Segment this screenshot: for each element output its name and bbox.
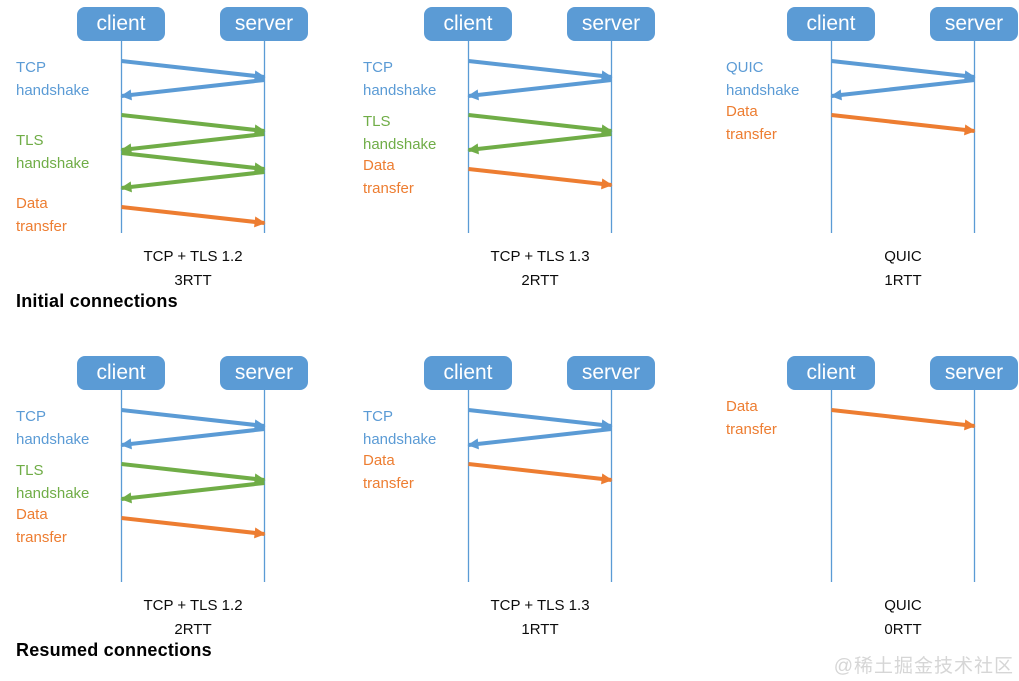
sequence-canvas xyxy=(467,41,613,233)
message-arrow-server-to-client xyxy=(467,78,612,101)
client-box: client xyxy=(424,7,512,41)
client-box: client xyxy=(787,7,875,41)
client-box: client xyxy=(77,7,165,41)
phase-label: TCP handshake xyxy=(363,408,437,448)
server-box: server xyxy=(567,7,655,41)
server-box-label: server xyxy=(581,12,641,35)
caption-rtt: 3RTT xyxy=(174,272,212,289)
panel-caption: TCP + TLS 1.3 2RTT xyxy=(390,245,690,293)
server-box-label: server xyxy=(234,361,294,384)
message-arrow-server-to-client xyxy=(120,170,265,193)
server-box: server xyxy=(567,356,655,390)
message-arrow-client-to-server xyxy=(831,408,976,431)
client-box-label: client xyxy=(806,361,856,384)
phase-label: Data transfer xyxy=(363,452,414,492)
message-arrow-server-to-client xyxy=(467,132,612,155)
client-box-label: client xyxy=(806,12,856,35)
phase-label: Data transfer xyxy=(726,103,777,143)
client-box-label: client xyxy=(96,12,146,35)
sequence-canvas xyxy=(120,41,266,233)
phase-label: Data transfer xyxy=(16,195,67,235)
diagram-panel-quic-resumed: client server QUIC 0RTT Data transfer xyxy=(726,356,1019,656)
message-arrow-server-to-client xyxy=(120,132,265,155)
phase-label: TCP handshake xyxy=(363,59,437,99)
caption-protocol: QUIC xyxy=(884,248,922,265)
caption-protocol: TCP + TLS 1.2 xyxy=(143,248,243,265)
message-arrow-client-to-server xyxy=(831,59,976,82)
caption-protocol: TCP + TLS 1.2 xyxy=(143,597,243,614)
message-arrow-server-to-client xyxy=(120,427,265,450)
panel-caption: TCP + TLS 1.2 3RTT xyxy=(43,245,343,293)
message-arrow-server-to-client xyxy=(120,481,265,504)
server-box-label: server xyxy=(944,12,1004,35)
message-arrow-server-to-client xyxy=(830,78,975,101)
client-box: client xyxy=(77,356,165,390)
caption-protocol: TCP + TLS 1.3 xyxy=(490,597,590,614)
caption-protocol: TCP + TLS 1.3 xyxy=(490,248,590,265)
client-box: client xyxy=(787,356,875,390)
message-arrow-client-to-server xyxy=(121,408,266,431)
server-box-label: server xyxy=(581,361,641,384)
phase-label: TLS handshake xyxy=(16,462,90,502)
server-box: server xyxy=(220,7,308,41)
message-arrow-server-to-client xyxy=(467,427,612,450)
panel-caption: TCP + TLS 1.3 1RTT xyxy=(390,594,690,642)
message-arrow-client-to-server xyxy=(468,59,613,82)
phase-label: Data transfer xyxy=(16,506,67,546)
diagram-panel-tcp-tls13-resumed: client server TCP + TLS 1.3 1RTT TCP han… xyxy=(363,356,663,656)
server-box-label: server xyxy=(944,361,1004,384)
panel-caption: QUIC 1RTT xyxy=(753,245,1019,293)
watermark: @稀土掘金技术社区 xyxy=(833,656,1014,677)
message-arrow-client-to-server xyxy=(468,167,613,190)
phase-label: TCP handshake xyxy=(16,59,90,99)
server-box-label: server xyxy=(234,12,294,35)
message-arrow-client-to-server xyxy=(121,59,266,82)
panel-caption: TCP + TLS 1.2 2RTT xyxy=(43,594,343,642)
client-box-label: client xyxy=(96,361,146,384)
message-arrow-client-to-server xyxy=(121,462,266,485)
server-box: server xyxy=(930,356,1018,390)
message-arrow-client-to-server xyxy=(121,113,266,136)
caption-rtt: 2RTT xyxy=(521,272,559,289)
message-arrow-client-to-server xyxy=(831,113,976,136)
phase-label: Data transfer xyxy=(726,398,777,438)
message-arrow-client-to-server xyxy=(121,151,266,174)
message-arrow-client-to-server xyxy=(121,205,266,228)
client-box-label: client xyxy=(443,361,493,384)
message-arrow-server-to-client xyxy=(120,78,265,101)
client-box-label: client xyxy=(443,12,493,35)
phase-label: TLS handshake xyxy=(16,132,90,172)
phase-label: QUIC handshake xyxy=(726,59,800,99)
sequence-canvas xyxy=(830,390,976,582)
phase-label: TCP handshake xyxy=(16,408,90,448)
sequence-canvas xyxy=(120,390,266,582)
caption-protocol: QUIC xyxy=(884,597,922,614)
message-arrow-client-to-server xyxy=(468,462,613,485)
server-box: server xyxy=(220,356,308,390)
client-box: client xyxy=(424,356,512,390)
caption-rtt: 2RTT xyxy=(174,621,212,638)
caption-rtt: 1RTT xyxy=(884,272,922,289)
message-arrow-client-to-server xyxy=(121,516,266,539)
phase-label: TLS handshake xyxy=(363,113,437,153)
caption-rtt: 1RTT xyxy=(521,621,559,638)
phase-label: Data transfer xyxy=(363,157,414,197)
sequence-canvas xyxy=(830,41,976,233)
server-box: server xyxy=(930,7,1018,41)
message-arrow-client-to-server xyxy=(468,113,613,136)
diagram-panel-tcp-tls12-initial: client server TCP + TLS 1.2 3RTT TCP han… xyxy=(16,7,316,307)
diagram-panel-tcp-tls12-resumed: client server TCP + TLS 1.2 2RTT TCP han… xyxy=(16,356,316,656)
sequence-canvas xyxy=(467,390,613,582)
section-heading-resumed-connections: Resumed connections xyxy=(16,640,212,660)
section-heading-initial-connections: Initial connections xyxy=(16,291,178,311)
message-arrow-client-to-server xyxy=(468,408,613,431)
panel-caption: QUIC 0RTT xyxy=(753,594,1019,642)
caption-rtt: 0RTT xyxy=(884,621,922,638)
diagram-panel-tcp-tls13-initial: client server TCP + TLS 1.3 2RTT TCP han… xyxy=(363,7,663,307)
